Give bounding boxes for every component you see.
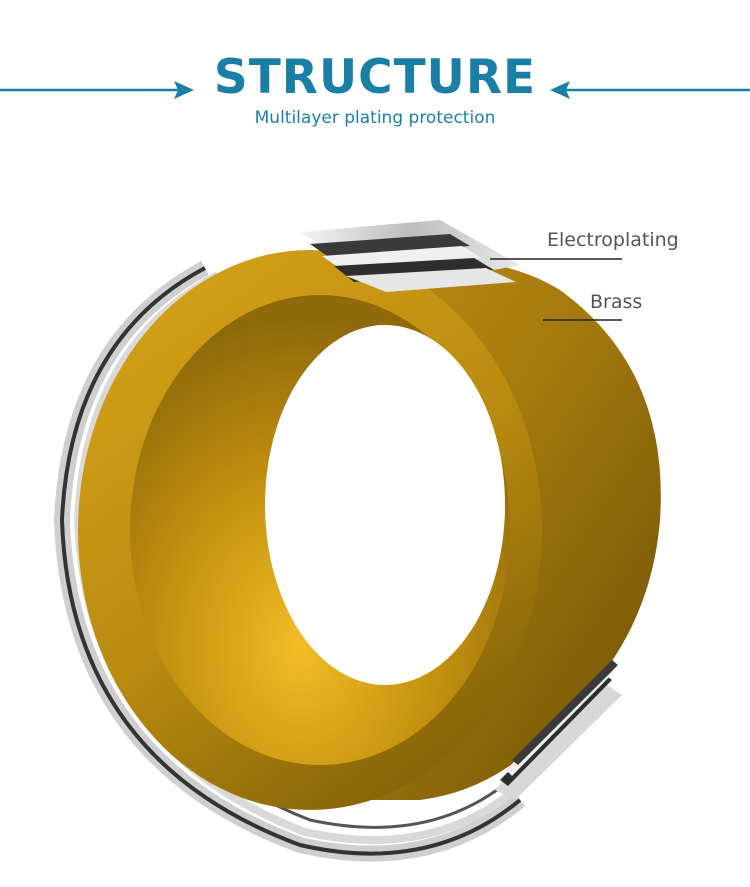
brass-label: Brass	[590, 291, 643, 313]
electroplating-label: Electroplating	[547, 229, 679, 251]
bottom-plating-strips	[495, 660, 622, 800]
page-title: STRUCTURE	[213, 50, 537, 105]
brass-ring-illustration	[53, 220, 661, 862]
arrow-left-icon	[550, 81, 750, 99]
arrow-right-icon	[0, 81, 194, 99]
top-plating-strips	[300, 220, 520, 292]
ring-opening	[265, 325, 505, 685]
page-subtitle: Multilayer plating protection	[254, 108, 496, 128]
header: STRUCTURE Multilayer plating protection	[0, 0, 750, 140]
